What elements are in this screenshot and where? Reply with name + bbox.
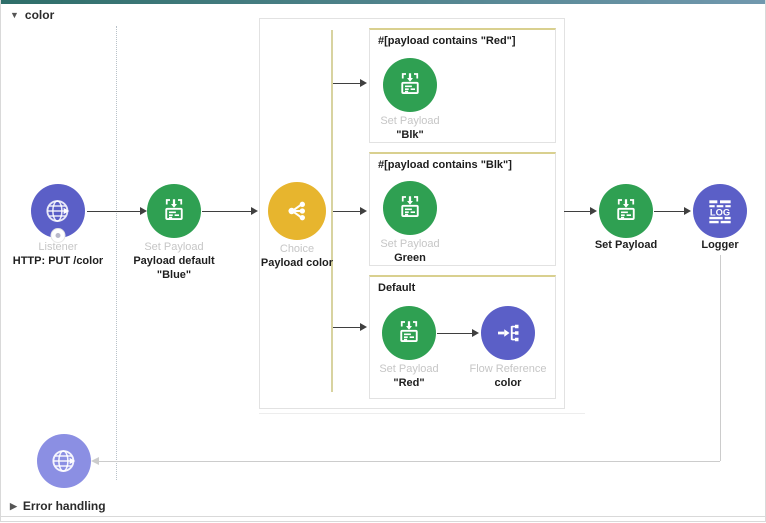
- node-name-label: Payload default: [133, 255, 215, 267]
- collapse-expanded-icon[interactable]: ▼: [10, 10, 19, 20]
- flow-arrow: [654, 207, 691, 215]
- flow-name: color: [24, 8, 55, 22]
- payload-document-icon: [611, 196, 641, 226]
- choice-circle[interactable]: [268, 182, 326, 240]
- choice-scope-box: [259, 18, 565, 409]
- logger-node[interactable]: LOG Logger: [650, 184, 765, 252]
- flow-header[interactable]: ▼ color: [10, 8, 54, 22]
- payload-document-icon: [159, 196, 189, 226]
- branch-arrow: [333, 79, 367, 87]
- node-name-label: color: [494, 377, 522, 389]
- branch-share-icon: [281, 195, 313, 227]
- node-name-label: Logger: [701, 239, 739, 251]
- flow-reference-circle[interactable]: [481, 306, 535, 360]
- node-name-label: HTTP: PUT /color: [12, 255, 104, 267]
- branch-condition: #[payload contains "Blk"]: [378, 159, 512, 171]
- node-name-label: Payload color: [260, 257, 334, 269]
- flow-arrow: [564, 207, 597, 215]
- set-payload-circle[interactable]: [383, 58, 437, 112]
- set-payload-red-node[interactable]: Set Payload "Red": [339, 306, 479, 390]
- node-name-label: "Blue": [156, 269, 192, 281]
- choice-node[interactable]: Choice Payload color: [227, 182, 367, 270]
- node-type-label: Set Payload: [380, 238, 440, 250]
- error-listener-circle[interactable]: [37, 434, 91, 488]
- branch-condition: Default: [378, 282, 416, 294]
- listener-badge-icon: [50, 228, 66, 243]
- listener-circle[interactable]: [31, 184, 85, 243]
- set-payload-circle[interactable]: [599, 184, 653, 238]
- payload-document-icon: [395, 193, 425, 223]
- branch-condition: #[payload contains "Red"]: [378, 35, 516, 47]
- branch-arrow: [333, 323, 367, 331]
- globe-icon: [43, 196, 73, 226]
- error-handling-header[interactable]: ▶ Error handling: [10, 499, 106, 513]
- flow-arrow: [87, 207, 147, 215]
- node-type-label: Choice: [279, 243, 315, 255]
- flow-top-border: [1, 0, 765, 4]
- node-type-label: Flow Reference: [469, 363, 547, 375]
- node-name-label: "Red": [393, 377, 425, 389]
- log-lines-icon: LOG: [704, 195, 736, 227]
- set-payload-blk-node[interactable]: Set Payload "Blk": [340, 58, 480, 142]
- set-payload-final-node[interactable]: Set Payload: [556, 184, 696, 252]
- flow-reference-node[interactable]: Flow Reference color: [438, 306, 578, 390]
- node-type-label: Listener: [38, 241, 78, 253]
- node-name-label: Green: [394, 252, 426, 264]
- node-type-label: Set Payload: [380, 115, 440, 127]
- set-payload-default-node[interactable]: Set Payload Payload default "Blue": [104, 184, 244, 282]
- set-payload-green-node[interactable]: Set Payload Green: [340, 181, 480, 265]
- error-connector-horizontal: [98, 461, 720, 462]
- svg-text:LOG: LOG: [710, 207, 730, 217]
- error-connector-arrowhead: [91, 457, 99, 465]
- choice-branch-rail: [331, 30, 333, 392]
- branch-arrow: [333, 207, 367, 215]
- error-handling-label: Error handling: [22, 499, 106, 513]
- listener-node[interactable]: Listener HTTP: PUT /color: [1, 184, 128, 268]
- flow-arrow: [437, 329, 479, 337]
- error-connector-vertical: [720, 255, 721, 461]
- node-type-label: Set Payload: [144, 241, 204, 253]
- node-name-label: "Blk": [396, 129, 424, 141]
- logger-circle[interactable]: LOG: [693, 184, 747, 238]
- set-payload-circle[interactable]: [382, 306, 436, 360]
- payload-document-icon: [394, 318, 424, 348]
- guide-dotted-line: [116, 26, 117, 480]
- node-name-label: Set Payload: [594, 239, 658, 251]
- flow-reference-icon: [493, 318, 523, 348]
- set-payload-circle[interactable]: [383, 181, 437, 235]
- node-type-label: Set Payload: [379, 363, 439, 375]
- scope-shadow-line: [259, 413, 585, 414]
- set-payload-circle[interactable]: [147, 184, 201, 238]
- payload-document-icon: [395, 70, 425, 100]
- error-handler-node[interactable]: [1, 434, 134, 488]
- globe-icon: [49, 446, 79, 476]
- bottom-separator: [1, 516, 765, 517]
- flow-arrow: [202, 207, 258, 215]
- collapse-collapsed-icon[interactable]: ▶: [10, 500, 17, 511]
